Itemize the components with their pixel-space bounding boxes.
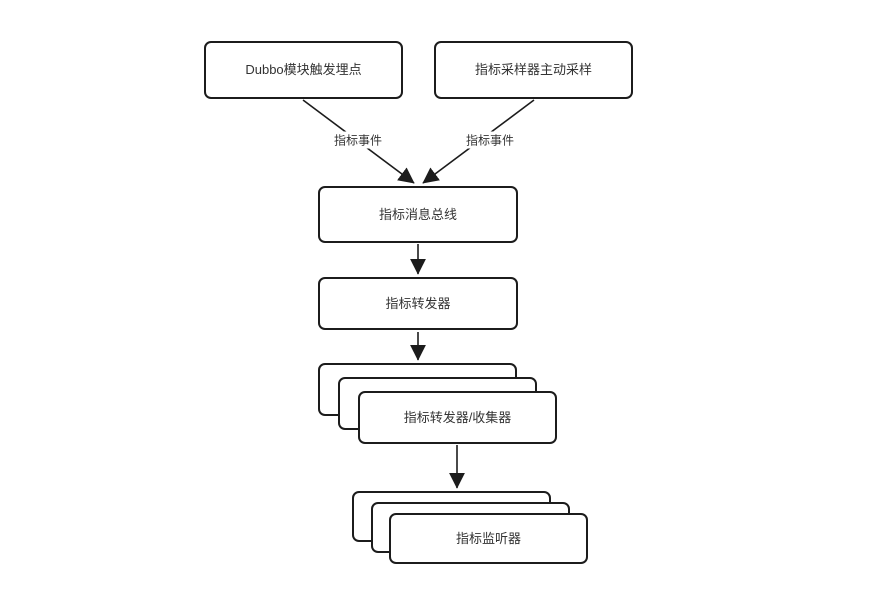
node-message-bus-label: 指标消息总线 [378,206,457,222]
node-dubbo-trigger: Dubbo模块触发埋点 [204,41,403,99]
node-forwarder: 指标转发器 [318,277,518,330]
node-forwarder-collector: 指标转发器/收集器 [358,391,557,444]
edge-label-dubbo-to-bus: 指标事件 [330,131,386,149]
node-metric-sampler-label: 指标采样器主动采样 [474,62,592,78]
node-forwarder-label: 指标转发器 [385,295,451,311]
node-dubbo-trigger-label: Dubbo模块触发埋点 [245,62,362,78]
node-forwarder-collector-label: 指标转发器/收集器 [403,409,512,425]
edge-label-sampler-to-bus: 指标事件 [462,131,518,149]
node-listener-label: 指标监听器 [455,530,521,546]
node-metric-sampler: 指标采样器主动采样 [434,41,633,99]
node-listener: 指标监听器 [389,513,588,564]
node-message-bus: 指标消息总线 [318,186,518,243]
